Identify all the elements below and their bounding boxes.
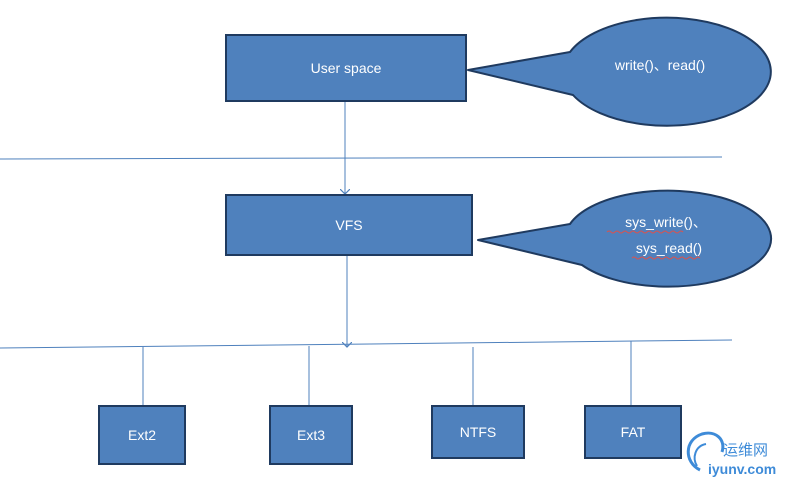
watermark-en: iyunv.com: [708, 461, 776, 477]
callout-vfs-line2: sys_read(): [636, 240, 702, 256]
spellcheck-squiggle-1: [606, 230, 684, 234]
user-space-label: User space: [311, 60, 382, 76]
user-space-box: User space: [225, 34, 467, 102]
watermark-cn: 运维网: [723, 442, 768, 459]
fs-label-ext3: Ext3: [297, 427, 325, 443]
callout-user-text: write()、read(): [614, 57, 705, 73]
callout-user-space: write()、read(): [467, 16, 772, 127]
fs-label-ext2: Ext2: [128, 427, 156, 443]
fs-box-ntfs: NTFS: [431, 405, 525, 459]
vfs-box: VFS: [225, 194, 473, 256]
vfs-label: VFS: [335, 217, 362, 233]
fs-box-ext2: Ext2: [98, 405, 186, 465]
fs-box-ext3: Ext3: [269, 405, 353, 465]
separator-line-top: [0, 156, 723, 160]
callout-vfs-line1: sys_write()、: [625, 214, 707, 230]
fs-box-fat: FAT: [584, 405, 682, 459]
watermark-logo: 运维网 iyunv.com: [686, 431, 776, 477]
fs-label-ntfs: NTFS: [460, 424, 497, 440]
spellcheck-squiggle-2: [631, 256, 701, 260]
watermark-swirl-icon: [686, 431, 725, 472]
callout-vfs: sys_write()、 sys_read(): [477, 189, 773, 288]
separator-line-bottom: [0, 339, 733, 349]
fs-label-fat: FAT: [621, 424, 646, 440]
